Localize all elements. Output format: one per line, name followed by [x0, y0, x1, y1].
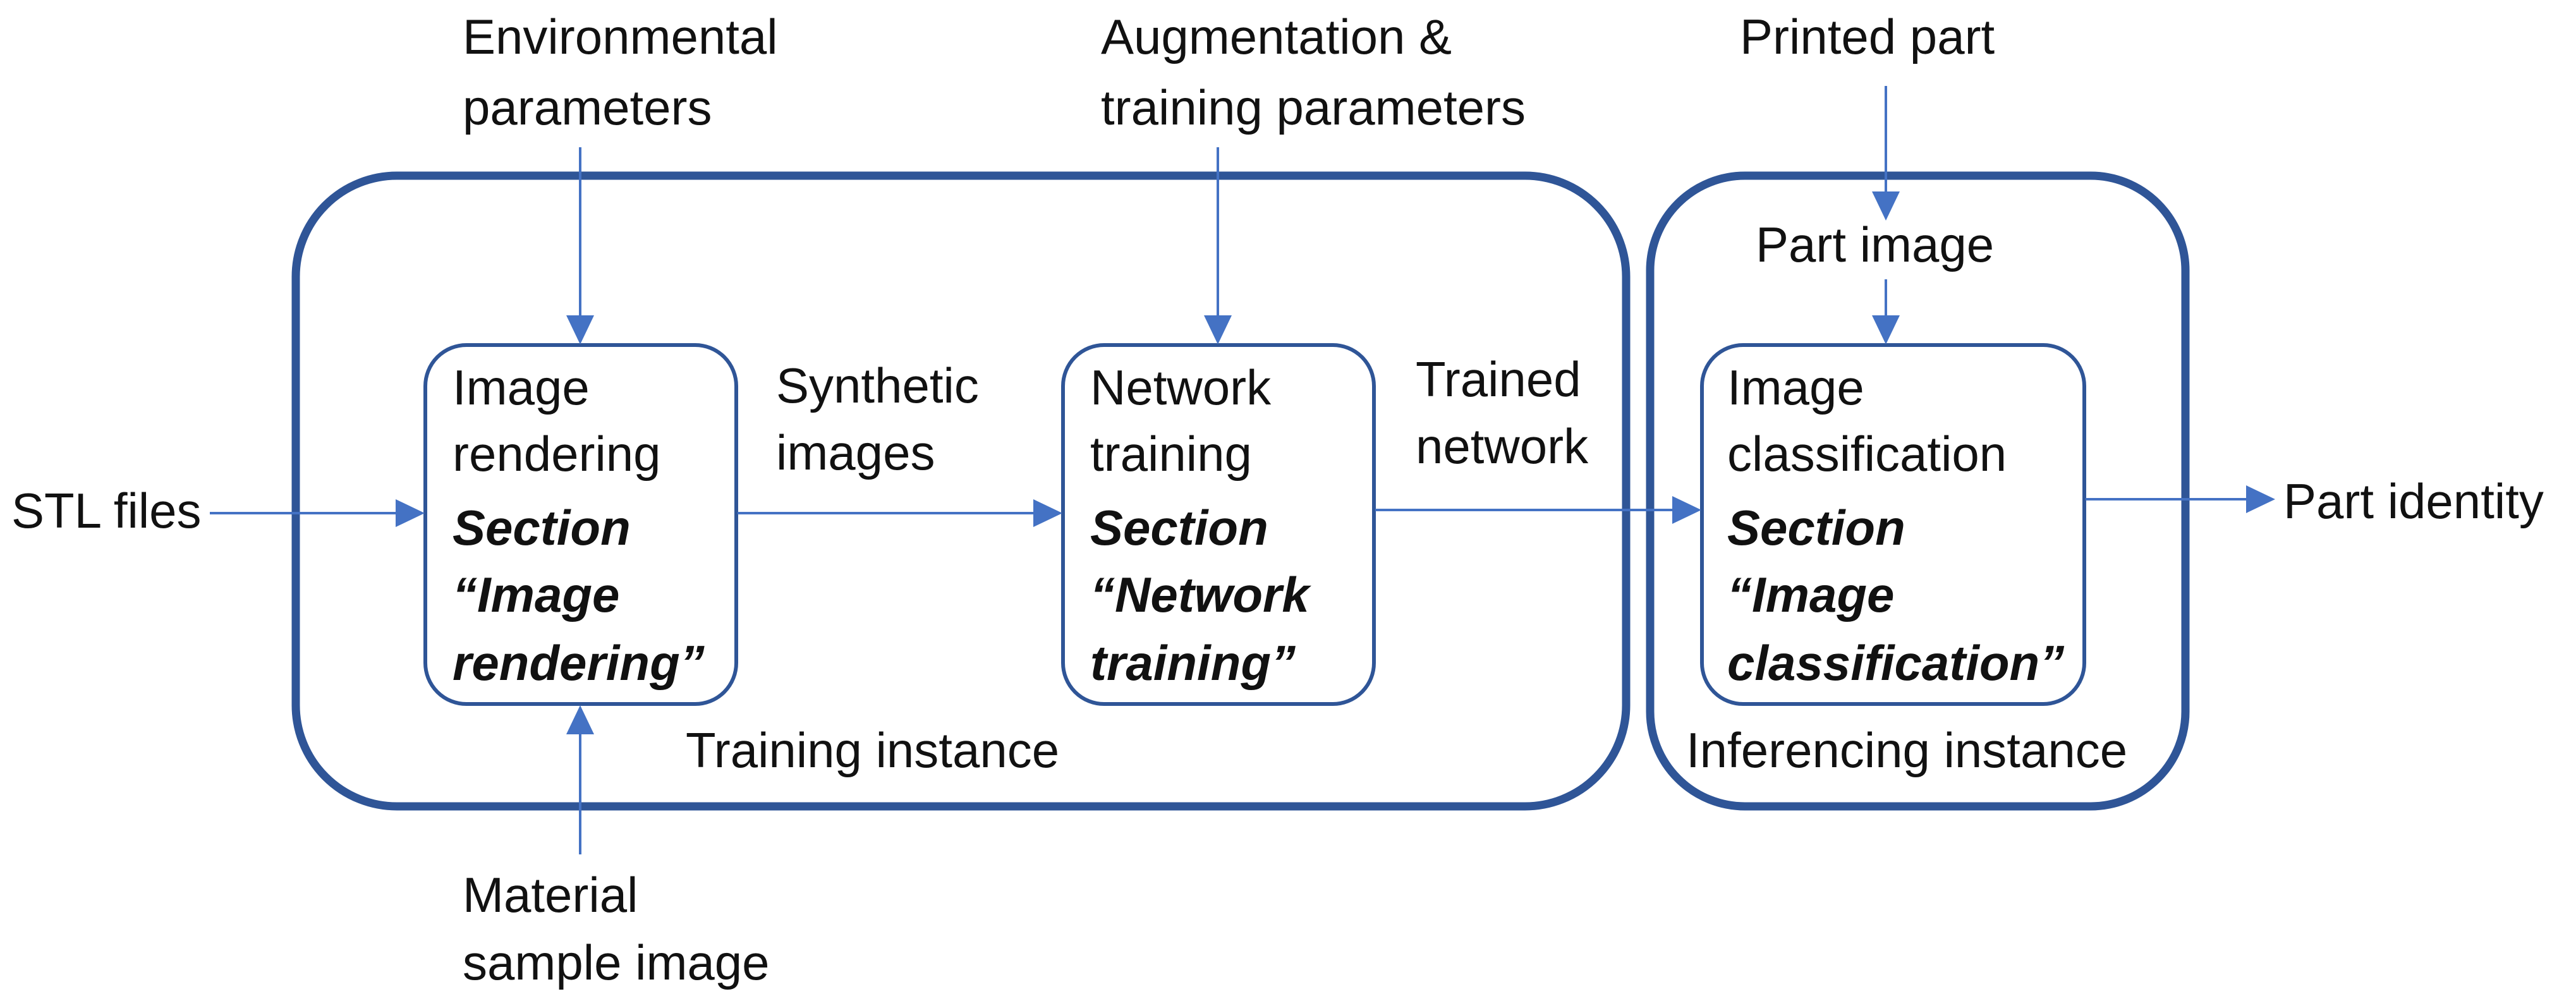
arrowhead — [1872, 315, 1900, 344]
rendering-title-line-2: rendering — [453, 426, 661, 482]
arrowhead — [1033, 499, 1062, 527]
training-instance-group — [291, 171, 1631, 811]
material-label-line-2: sample image — [463, 935, 770, 990]
network-section-line-1: Section — [1090, 500, 1268, 555]
rendering-section-line-2: “Image — [453, 567, 619, 622]
network-training-box — [1061, 343, 1376, 706]
augmentation-label-line-1: Augmentation & — [1101, 9, 1452, 64]
classification-section-line-3: classification” — [1727, 635, 2064, 691]
arrowhead — [566, 315, 594, 344]
synthetic-images-label-line-2: images — [776, 425, 935, 480]
classification-section-line-1: Section — [1727, 500, 1905, 555]
arrowhead — [1204, 315, 1232, 344]
arrowhead — [1872, 191, 1900, 221]
printed-part-label: Printed part — [1740, 9, 1995, 64]
environmental-label-line-2: parameters — [463, 80, 712, 135]
training-instance-label: Training instance — [686, 722, 1059, 778]
environmental-label-line-1: Environmental — [463, 9, 778, 64]
augmentation-label-line-2: training parameters — [1101, 80, 1526, 135]
inferencing-instance-group — [1646, 171, 2190, 811]
part-image-label: Part image — [1756, 217, 1994, 272]
image-rendering-box — [423, 343, 738, 706]
material-label-line-1: Material — [463, 867, 638, 923]
network-section-line-3: training” — [1090, 635, 1296, 691]
synthetic-images-label-line-1: Synthetic — [776, 358, 979, 413]
rendering-title-line-1: Image — [453, 360, 590, 415]
classification-title-line-2: classification — [1727, 426, 2007, 482]
network-title-line-2: training — [1090, 426, 1252, 482]
arrowhead — [396, 499, 425, 527]
arrowhead — [2246, 485, 2275, 513]
trained-network-label-line-2: network — [1416, 418, 1589, 474]
arrowhead — [1672, 496, 1701, 524]
network-section-line-2: “Network — [1090, 567, 1311, 622]
classification-section-line-2: “Image — [1727, 567, 1894, 622]
part-identity-label: Part identity — [2283, 473, 2544, 529]
rendering-section-line-3: rendering” — [453, 635, 705, 691]
inferencing-instance-label: Inferencing instance — [1686, 722, 2127, 778]
classification-title-line-1: Image — [1727, 360, 1864, 415]
trained-network-label-line-1: Trained — [1416, 351, 1581, 407]
arrowhead — [566, 705, 594, 734]
image-classification-box — [1700, 343, 2086, 706]
rendering-section-line-1: Section — [453, 500, 631, 555]
network-title-line-1: Network — [1090, 360, 1272, 415]
stl-files-label: STL files — [11, 483, 202, 538]
